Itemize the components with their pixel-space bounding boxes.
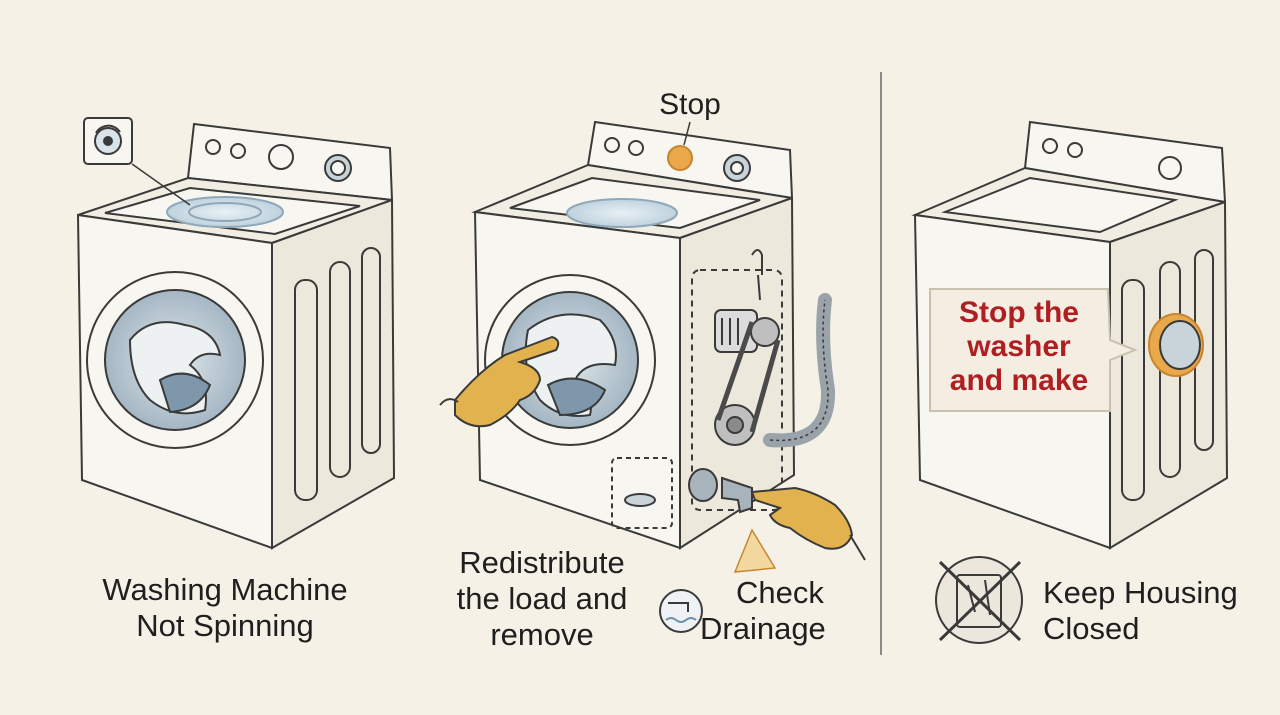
keep-housing-label: Keep Housing Closed [1043, 575, 1273, 647]
check-line-2: Drainage [700, 611, 826, 646]
hand-right [750, 486, 866, 561]
stop-label: Stop [659, 88, 721, 121]
no-open-icon [935, 556, 1023, 644]
check-drainage-label: Check Drainage [700, 575, 850, 647]
keep-line-1: Keep Housing [1043, 575, 1238, 610]
callout-line-3: and make [949, 364, 1089, 397]
keep-line-2: Closed [1043, 611, 1140, 646]
callout-text: Stop the washer and make [928, 296, 1110, 398]
warning-callout [929, 288, 1138, 412]
washer-2 [471, 120, 796, 550]
redistribute-line-3: remove [490, 617, 594, 652]
redistribute-line-2: the load and [456, 581, 628, 616]
washer-1 [76, 122, 396, 550]
callout-line-1: Stop the [959, 296, 1079, 329]
check-line-1: Check [736, 575, 824, 610]
redistribute-line-1: Redistribute [459, 545, 625, 580]
title-line-2: Not Spinning [136, 608, 314, 643]
spin-icon [83, 117, 191, 206]
hand-left [439, 335, 560, 428]
drain-pipe [688, 468, 753, 514]
title-not-spinning: Washing Machine Not Spinning [80, 572, 370, 644]
callout-line-2: washer [967, 330, 1071, 363]
faucet-icon [659, 589, 703, 633]
title-line-1: Washing Machine [102, 572, 348, 607]
motor-belt [714, 249, 781, 446]
arrow-icon [733, 528, 777, 573]
dial-icon [205, 139, 221, 155]
stop-dial-icon [667, 145, 693, 171]
redistribute-label: Redistribute the load and remove [432, 545, 652, 653]
